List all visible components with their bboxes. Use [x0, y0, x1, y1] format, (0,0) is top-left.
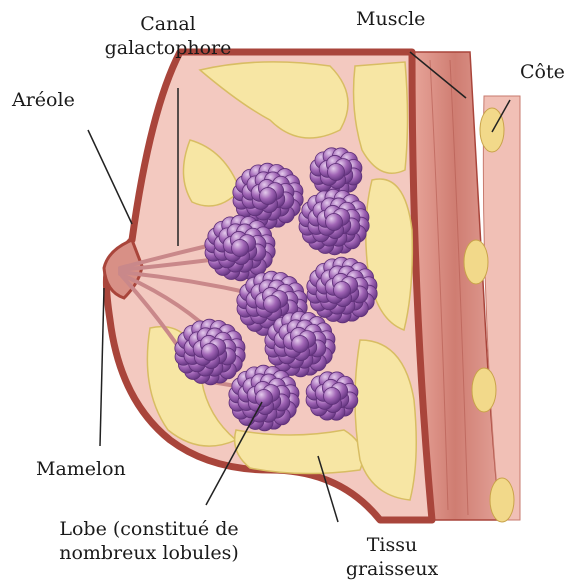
label-tissu-line1: Tissu: [336, 533, 448, 557]
label-lobe: Lobe (constitué de nombreux lobules): [44, 517, 254, 565]
leader-muscle: [410, 52, 466, 98]
leader-mamelon: [100, 288, 104, 446]
label-lobe-line1: Lobe (constitué de: [44, 517, 254, 541]
label-areole: Aréole: [12, 88, 75, 112]
label-cote: Côte: [520, 60, 565, 84]
leader-cote: [492, 100, 510, 132]
label-canal-line2: galactophore: [88, 36, 248, 60]
label-mamelon: Mamelon: [36, 457, 126, 481]
leader-tissu: [318, 456, 338, 522]
leader-areole: [88, 130, 132, 224]
label-tissu-graisseux: Tissu graisseux: [336, 533, 448, 581]
label-tissu-line2: graisseux: [336, 557, 448, 581]
label-canal-galactophore: Canal galactophore: [88, 12, 248, 60]
label-canal-line1: Canal: [88, 12, 248, 36]
label-muscle: Muscle: [356, 7, 425, 31]
label-lobe-line2: nombreux lobules): [44, 541, 254, 565]
leader-lobe: [206, 402, 262, 505]
